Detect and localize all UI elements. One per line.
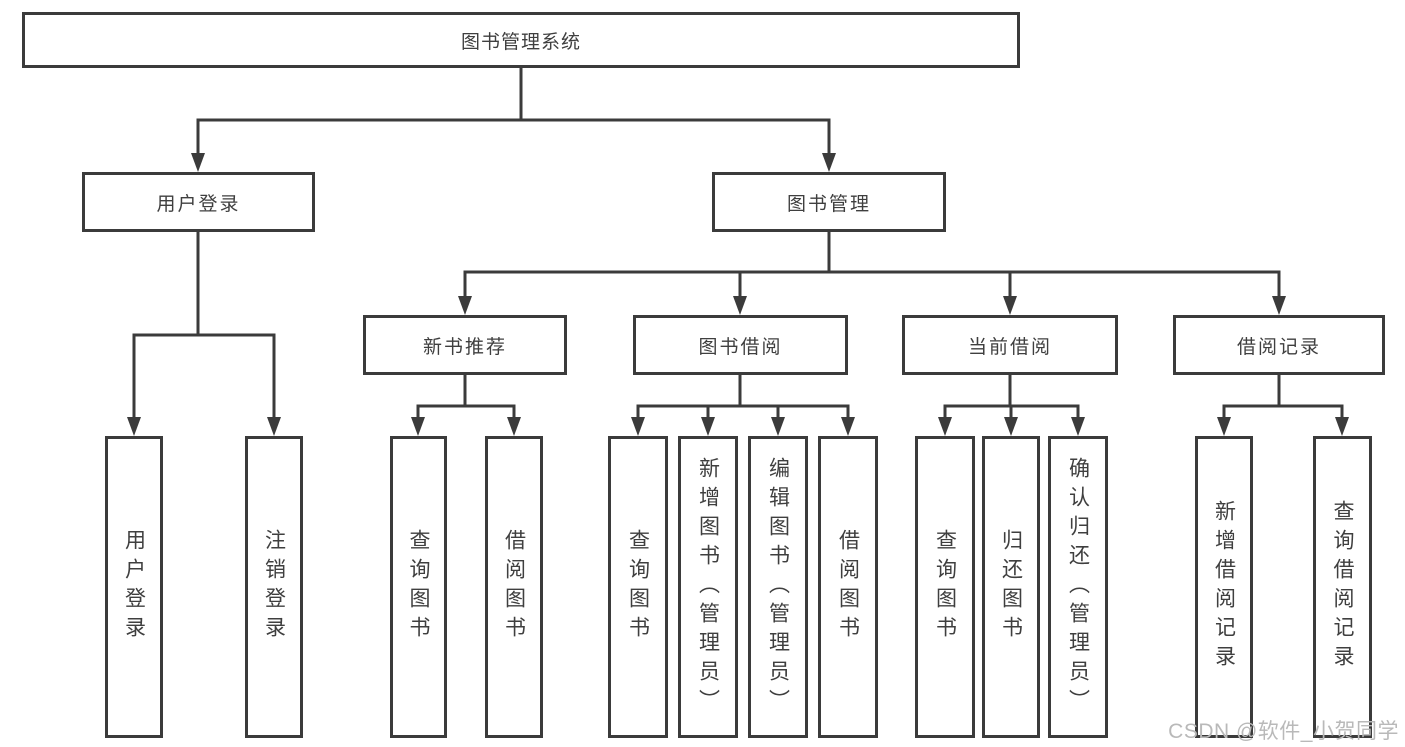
node-book-management-label: 图书管理 (786, 193, 871, 215)
leaf-current-query-book: 查询图书 (915, 436, 975, 738)
leaf-record-add-label: 新增借阅记录 (1212, 500, 1236, 674)
leaf-borrow-edit-book-admin-label: 编辑图书（管理员） (766, 456, 790, 718)
leaf-current-confirm-return-admin-label: 确认归还（管理员） (1066, 456, 1090, 718)
node-current-borrow-label: 当前借阅 (967, 336, 1052, 358)
node-user-login: 用户登录 (82, 172, 315, 232)
leaf-logout: 注销登录 (245, 436, 303, 738)
leaf-logout-label: 注销登录 (262, 529, 286, 645)
leaf-current-return-book-label: 归还图书 (999, 529, 1023, 645)
leaf-user-login-label: 用户登录 (122, 529, 146, 645)
node-user-login-label: 用户登录 (156, 193, 241, 215)
leaf-current-query-book-label: 查询图书 (933, 529, 957, 645)
leaf-recommend-borrow-book-label: 借阅图书 (502, 529, 526, 645)
leaf-user-login: 用户登录 (105, 436, 163, 738)
node-new-book-recommend: 新书推荐 (363, 315, 567, 375)
node-current-borrow: 当前借阅 (902, 315, 1118, 375)
leaf-borrow-edit-book-admin: 编辑图书（管理员） (748, 436, 808, 738)
node-book-borrow: 图书借阅 (633, 315, 848, 375)
leaf-borrow-add-book-admin-label: 新增图书（管理员） (696, 456, 720, 718)
node-borrow-record-label: 借阅记录 (1236, 336, 1321, 358)
leaf-borrow-borrow-book-label: 借阅图书 (836, 529, 860, 645)
leaf-current-confirm-return-admin: 确认归还（管理员） (1048, 436, 1108, 738)
leaf-current-return-book: 归还图书 (982, 436, 1040, 738)
node-borrow-record: 借阅记录 (1173, 315, 1385, 375)
leaf-recommend-query-book: 查询图书 (390, 436, 447, 738)
node-new-book-recommend-label: 新书推荐 (422, 336, 507, 358)
leaf-recommend-query-book-label: 查询图书 (407, 529, 430, 645)
leaf-borrow-add-book-admin: 新增图书（管理员） (678, 436, 738, 738)
leaf-recommend-borrow-book: 借阅图书 (485, 436, 543, 738)
node-root-label: 图书管理系统 (460, 31, 581, 53)
leaf-record-query: 查询借阅记录 (1313, 436, 1372, 738)
node-book-management: 图书管理 (712, 172, 946, 232)
leaf-borrow-query-book: 查询图书 (608, 436, 668, 738)
node-root: 图书管理系统 (22, 12, 1020, 68)
leaf-record-query-label: 查询借阅记录 (1331, 500, 1354, 674)
leaf-borrow-query-book-label: 查询图书 (626, 529, 650, 645)
leaf-record-add: 新增借阅记录 (1195, 436, 1253, 738)
leaf-borrow-borrow-book: 借阅图书 (818, 436, 878, 738)
node-book-borrow-label: 图书借阅 (698, 336, 783, 358)
